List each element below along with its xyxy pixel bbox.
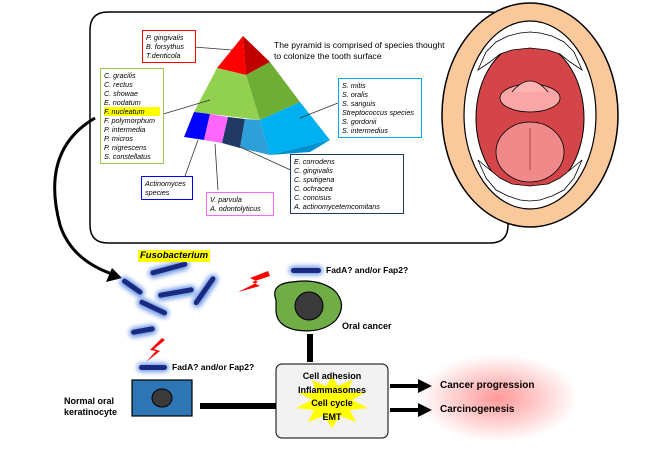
process-emt: EMT: [322, 411, 342, 422]
process-cell-adhesion: Cell adhesion: [302, 371, 362, 381]
complex-item: A. actinomycetemcomitans: [294, 202, 380, 211]
pyramid-purple-tier: [204, 114, 228, 143]
pyramid-caption: The pyramid is comprised of species thou…: [274, 40, 445, 61]
pyramid-yellow-tier: [260, 102, 330, 155]
complex-item-highlighted: F. nucleatum: [104, 107, 160, 116]
complex-item: C. rectus: [104, 80, 133, 89]
pyramid-teal-tier: [240, 119, 270, 155]
complex-item: Actinomyces: [145, 179, 186, 188]
lightning-bolt-icon: [238, 271, 270, 292]
complex-item: S. oralis: [342, 90, 368, 99]
fusobacterium-rods: [119, 259, 219, 338]
pyramid-red-tier-side: [243, 36, 270, 75]
complex-item: P. micros: [104, 134, 134, 143]
complex-item: E. corrodens: [294, 157, 335, 166]
complex-item: S. sanguis: [342, 99, 376, 108]
pyramid-blue-tier: [184, 112, 210, 140]
cyan-complex-box: S. mitis S. oralis S. sanguis Streptococ…: [338, 78, 422, 138]
complex-item: C. gingivalis: [294, 166, 333, 175]
normal-label-line: Normal oral: [64, 396, 115, 406]
outcome-glow: [418, 354, 578, 442]
oral-cancer-cell: [274, 280, 343, 332]
complex-item: Streptococcus species: [342, 108, 414, 117]
pyramid-yellow-tier-side: [270, 140, 330, 155]
adhesin-label-bottom: FadA? and/or Fap2?: [172, 362, 255, 372]
adhesin-label-top: FadA? and/or Fap2?: [326, 265, 409, 275]
complex-item: E. nodatum: [104, 98, 141, 107]
complex-item: A. odontolyticus: [210, 204, 261, 213]
red-complex-box: P. gingivalis B. forsythus T.denticola: [142, 30, 196, 63]
blue-complex-box: Actinomyces species: [141, 176, 193, 200]
pyramid-green-tier: [194, 68, 260, 120]
process-cell-cycle: Cell cycle: [311, 398, 353, 408]
open-mouth-illustration: [441, 2, 619, 228]
adhesin-rod-bottom: [137, 363, 169, 372]
complex-item: S. gordonii: [342, 117, 377, 126]
outcome-cancer-progression: Cancer progression: [440, 380, 535, 391]
process-list: Cell adhesion Inflammasomes Cell cycle E…: [280, 370, 384, 424]
complex-item: C. ochracea: [294, 184, 333, 193]
bacterial-complex-pyramid: [184, 36, 330, 155]
complex-item: C. concisus: [294, 193, 332, 202]
red-complex-item: T.denticola: [146, 51, 181, 60]
complex-item: P. nigrescens: [104, 143, 147, 152]
pyramid-navy-tier: [222, 117, 245, 148]
complex-item: S. constellatus: [104, 152, 151, 161]
adhesin-rod-top: [289, 266, 323, 275]
green-complex-box: C. gracilis C. rectus C. showae E. nodat…: [100, 68, 164, 164]
complex-item: C. sputigena: [294, 175, 335, 184]
normal-keratinocyte-label: Normal oral keratinocyte: [64, 396, 117, 418]
curved-arrow: [53, 116, 119, 278]
complex-item: P. intermedia: [104, 125, 146, 134]
process-inflammasomes: Inflammasomes: [297, 384, 367, 395]
complex-item: V. parvula: [210, 195, 242, 204]
complex-item: C. gracilis: [104, 71, 136, 80]
complex-item: S. mitis: [342, 81, 366, 90]
pyramid-green-tier-side: [246, 62, 300, 120]
normal-label-line: keratinocyte: [64, 407, 118, 417]
red-complex-item: P. gingivalis: [146, 33, 184, 42]
complex-connectors: [159, 46, 339, 191]
oral-cancer-label: Oral cancer: [342, 321, 392, 331]
fusobacterium-label: Fusobacterium: [138, 250, 211, 262]
complex-item: S. intermedius: [342, 126, 388, 135]
lightning-bolt-icon-lower: [146, 338, 165, 362]
normal-keratinocyte-cell: [131, 379, 193, 417]
pyramid-red-tier: [217, 36, 246, 75]
navy-complex-box: E. corrodens C. gingivalis C. sputigena …: [290, 154, 404, 214]
purple-complex-box: V. parvula A. odontolyticus: [206, 192, 274, 216]
complex-item: C. showae: [104, 89, 138, 98]
complex-item: F. polymorphum: [104, 116, 155, 125]
red-complex-item: B. forsythus: [146, 42, 184, 51]
outcome-carcinogenesis: Carcinogenesis: [440, 404, 515, 415]
process-starburst: [296, 376, 368, 428]
complex-item: species: [145, 188, 170, 197]
